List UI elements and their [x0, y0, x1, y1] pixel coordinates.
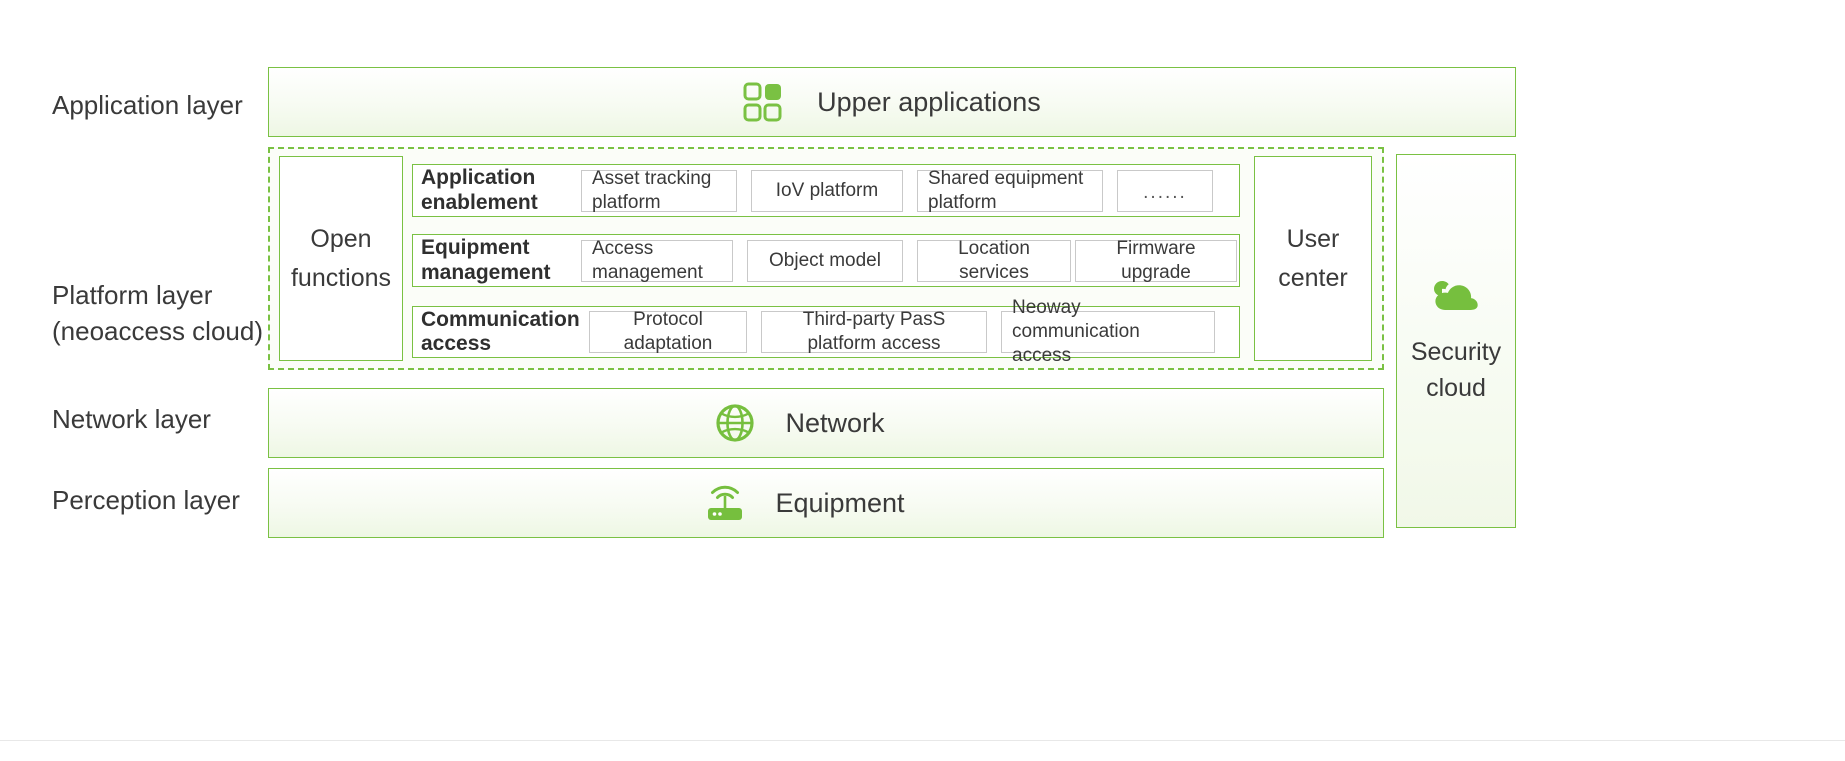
security-cloud-label: Security cloud — [1410, 337, 1502, 402]
platform-item[interactable]: Shared equipment platform — [917, 168, 1103, 213]
user-center-label: User center — [1278, 224, 1348, 292]
group-items: Protocol adaptation Third-party PasS pla… — [589, 297, 1239, 366]
group-items: Asset tracking platform IoV platform Sha… — [581, 165, 1239, 216]
network-layer-bar[interactable]: Network — [268, 388, 1384, 458]
apps-grid-icon — [743, 82, 783, 122]
perception-layer-title: Equipment — [775, 487, 905, 518]
layer-label-application: Application layer — [52, 90, 243, 120]
application-layer-bar[interactable]: Upper applications — [268, 67, 1516, 137]
group-title: Application enablement — [421, 166, 538, 214]
group-items: Access management Object model Location … — [581, 235, 1251, 286]
platform-item[interactable]: Access management — [581, 238, 733, 283]
platform-item[interactable]: Third-party PasS platform access — [761, 309, 987, 354]
platform-item[interactable]: Object model — [747, 239, 903, 282]
platform-item[interactable]: IoV platform — [751, 169, 903, 212]
group-title: Equipment management — [421, 236, 551, 284]
user-center-panel[interactable]: User center — [1254, 156, 1372, 361]
platform-item[interactable]: Firmware upgrade — [1075, 238, 1237, 283]
platform-item-more[interactable]: ...... — [1117, 169, 1213, 212]
open-functions-panel[interactable]: Open functions — [279, 156, 403, 361]
bottom-divider — [0, 740, 1845, 741]
platform-group-equipment-management: Equipment management Access management O… — [412, 234, 1240, 287]
layer-label-network: Network layer — [52, 404, 211, 434]
application-layer-title: Upper applications — [817, 86, 1041, 117]
cloud-icon — [1428, 276, 1484, 316]
perception-layer-bar[interactable]: Equipment — [268, 468, 1384, 538]
security-cloud-panel[interactable]: Security cloud — [1396, 154, 1516, 528]
platform-item[interactable]: Protocol adaptation — [589, 309, 747, 354]
router-icon — [703, 482, 747, 524]
platform-group-application-enablement: Application enablement Asset tracking pl… — [412, 164, 1240, 217]
group-title: Communication access — [421, 307, 580, 355]
globe-icon — [715, 403, 755, 443]
platform-group-communication-access: Communication access Protocol adaptation… — [412, 297, 1240, 366]
open-functions-label: Open functions — [290, 224, 392, 292]
platform-item[interactable]: Neoway communication access — [1001, 297, 1215, 366]
platform-item[interactable]: Asset tracking platform — [581, 168, 737, 213]
network-layer-title: Network — [785, 407, 885, 438]
platform-item[interactable]: Location services — [917, 238, 1071, 283]
layer-label-perception: Perception layer — [52, 485, 240, 515]
layer-label-platform: Platform layer (neoaccess cloud) — [52, 280, 263, 346]
